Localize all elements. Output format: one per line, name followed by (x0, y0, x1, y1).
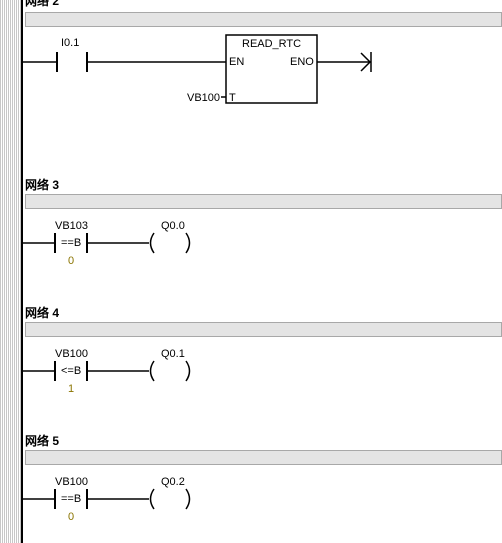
read-rtc-t-pin: T (229, 92, 236, 104)
read-rtc-box-title[interactable]: READ_RTC (242, 38, 302, 50)
network-3-title[interactable]: 网络 3 (25, 178, 60, 192)
network-4-rung (23, 360, 191, 382)
compare-contact-operator: ==B (61, 493, 82, 505)
compare-contact-operator: ==B (61, 237, 82, 249)
power-rail (21, 0, 23, 543)
compare-contact-operand[interactable]: VB100 (55, 476, 89, 488)
network-5-comment-bar[interactable] (25, 450, 502, 465)
left-margin-hatch (0, 0, 21, 543)
compare-contact-operator: <=B (61, 365, 82, 377)
read-rtc-param-value[interactable]: VB100 (187, 92, 221, 104)
compare-contact-value[interactable]: 1 (68, 383, 75, 395)
read-rtc-en-pin: EN (229, 56, 245, 68)
read-rtc-eno-pin: ENO (290, 56, 314, 68)
coil-address[interactable]: Q0.1 (161, 348, 185, 360)
network-2-rung (23, 34, 372, 104)
compare-contact-value[interactable]: 0 (68, 255, 75, 267)
coil-address[interactable]: Q0.0 (161, 220, 185, 232)
compare-contact-operand[interactable]: VB100 (55, 348, 89, 360)
network-4-comment-bar[interactable] (25, 322, 502, 337)
network-3-rung (23, 232, 191, 254)
compare-contact-value[interactable]: 0 (68, 511, 75, 523)
network-2-title[interactable]: 网络 2 (25, 0, 60, 8)
network-5-rung (23, 488, 191, 510)
coil-address[interactable]: Q0.2 (161, 476, 185, 488)
network-3-comment-bar[interactable] (25, 194, 502, 209)
network-5-title[interactable]: 网络 5 (25, 434, 60, 448)
compare-contact-operand[interactable]: VB103 (55, 220, 89, 232)
contact-i0-1-address[interactable]: I0.1 (61, 37, 80, 49)
network-4-title[interactable]: 网络 4 (25, 306, 60, 320)
